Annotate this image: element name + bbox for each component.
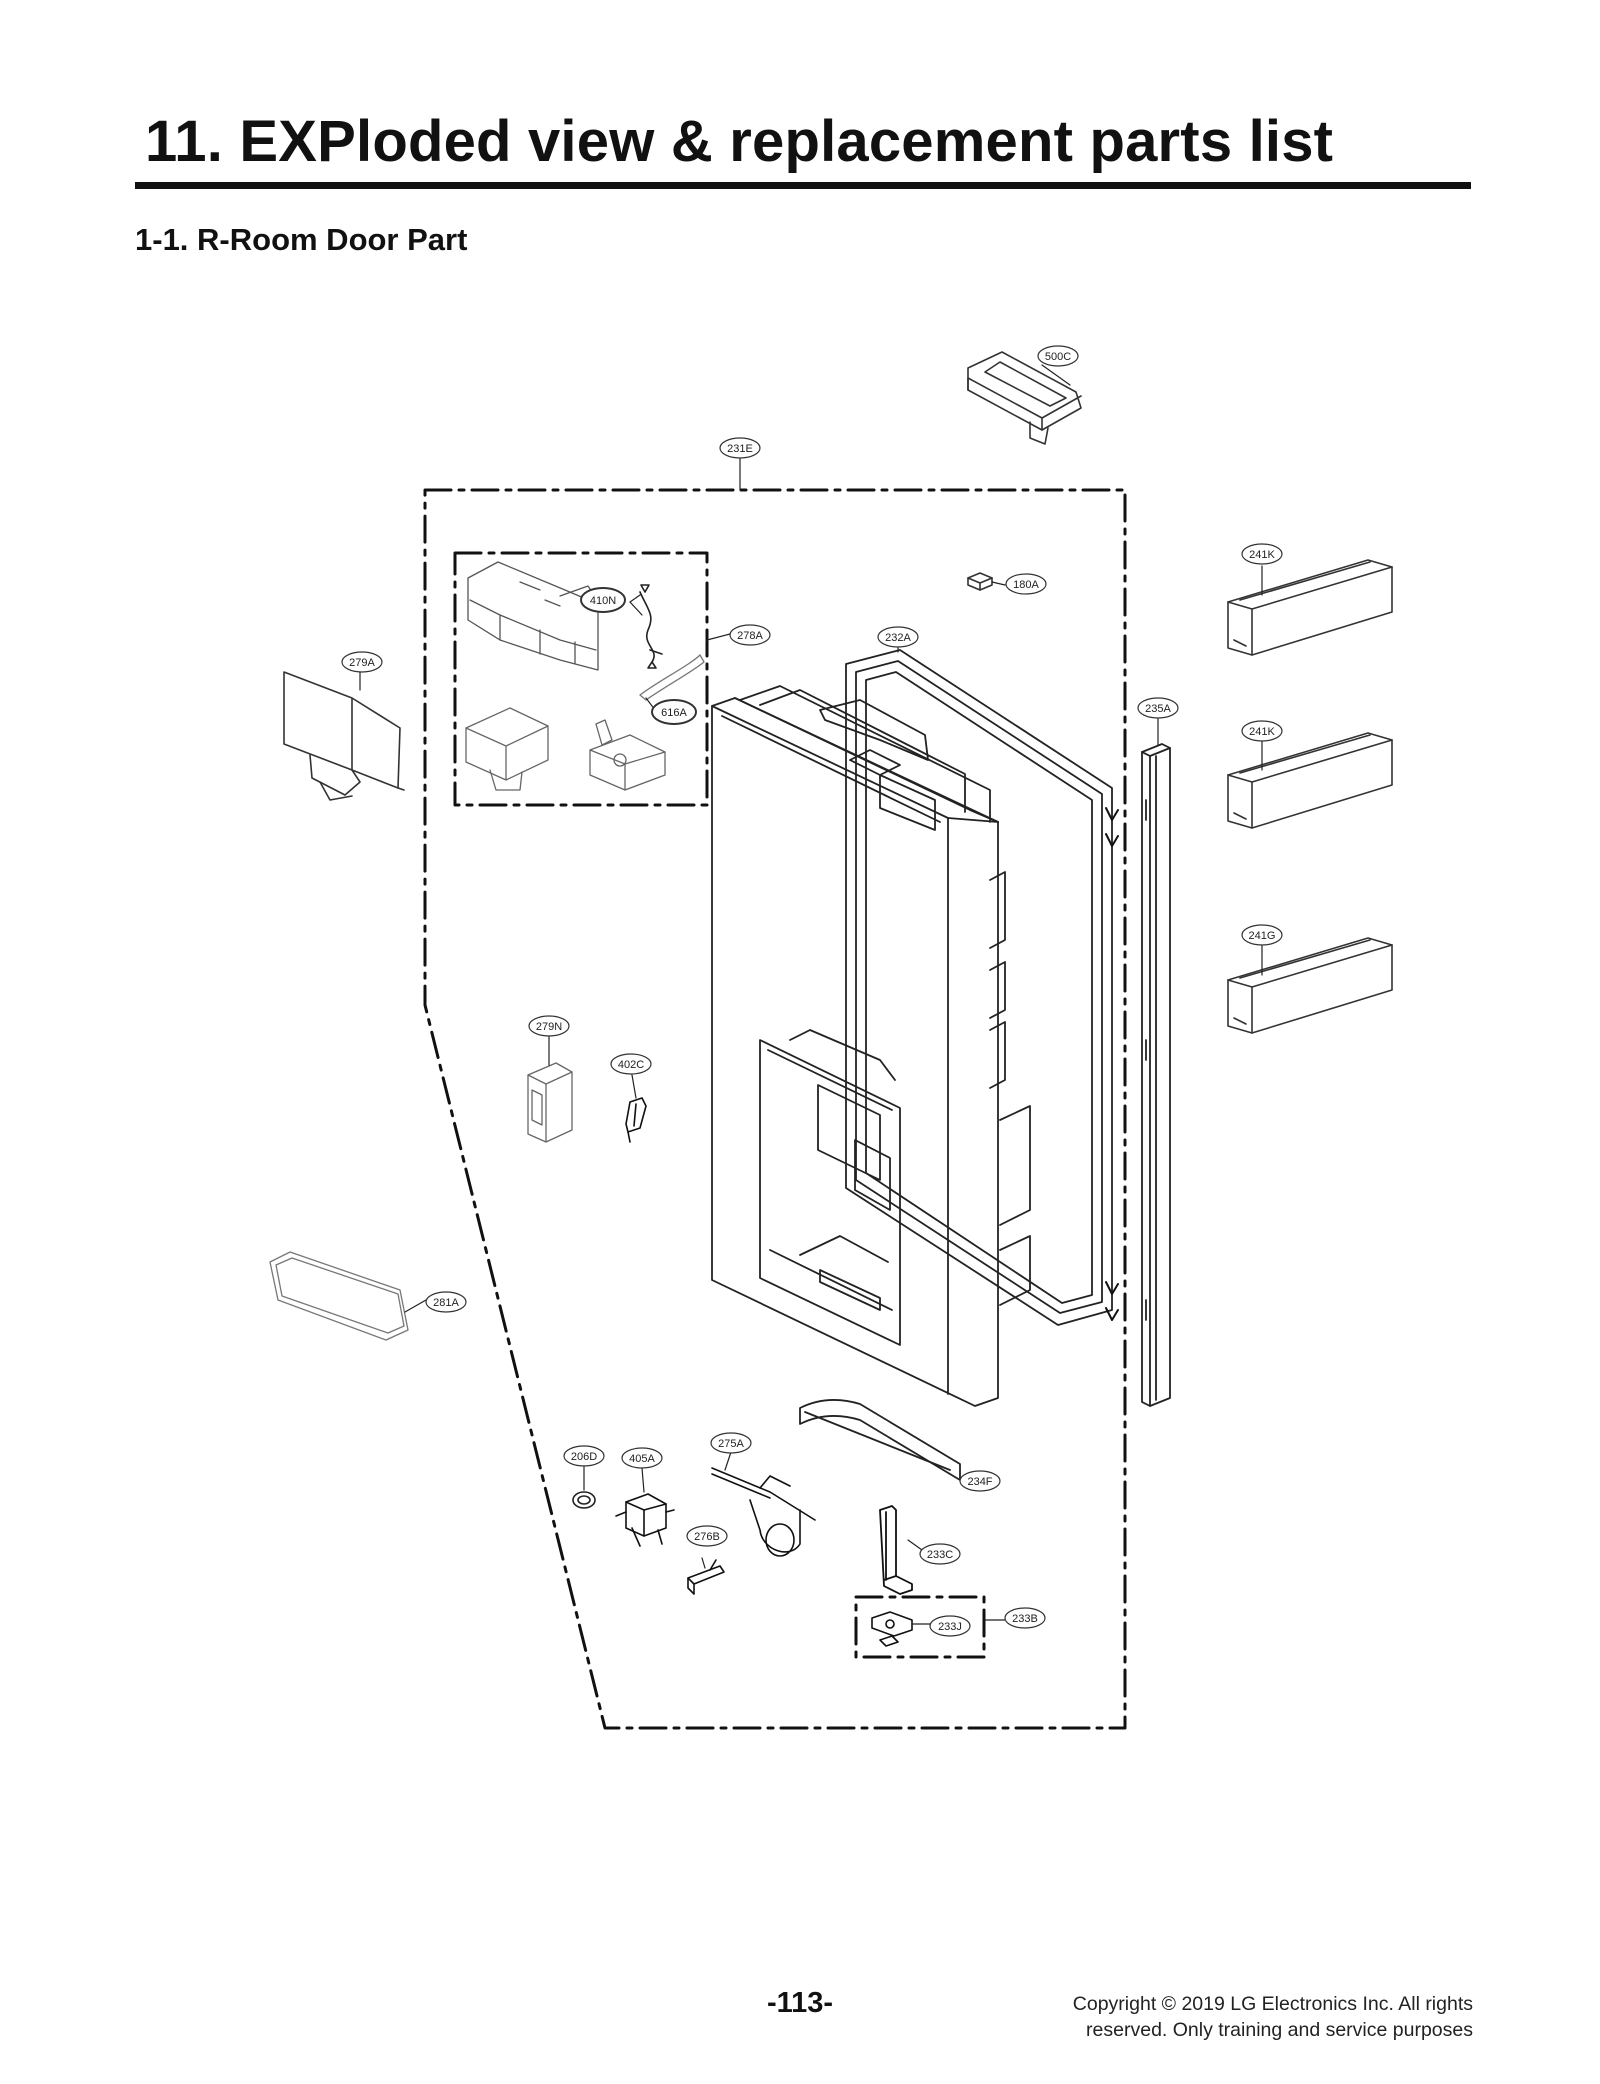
callout-281a: 281A <box>425 1291 467 1313</box>
callout-410n: 410N <box>580 587 626 613</box>
hinge-group-box <box>854 1595 986 1659</box>
svg-text:233C: 233C <box>927 1549 953 1561</box>
page-number: -113- <box>766 1987 834 2019</box>
svg-text:232A: 232A <box>885 632 911 644</box>
gasket-screws <box>1105 807 1119 1321</box>
callout-616a: 616A <box>651 699 697 725</box>
svg-text:410N: 410N <box>590 595 616 607</box>
svg-text:279A: 279A <box>349 657 375 669</box>
part-233j-hinge <box>871 1611 913 1647</box>
svg-text:206D: 206D <box>571 1451 597 1463</box>
callout-500c: 500C <box>1037 345 1079 367</box>
part-dispenser-motor <box>589 719 666 791</box>
callout-278a: 278A <box>729 624 771 646</box>
part-402c-switch <box>625 1097 647 1143</box>
leader-lines <box>359 364 1263 1625</box>
part-241k-door-bin-mid <box>1227 732 1393 829</box>
section-title: 1-1. R-Room Door Part <box>135 222 468 257</box>
part-233c-hinge-bracket <box>879 1505 913 1595</box>
svg-text:241K: 241K <box>1249 549 1275 561</box>
svg-text:616A: 616A <box>661 707 687 719</box>
part-door-body <box>711 685 1031 1407</box>
callout-233c: 233C <box>919 1543 961 1565</box>
callout-180a: 180A <box>1005 573 1047 595</box>
part-206d-washer <box>572 1491 596 1509</box>
callout-279n: 279N <box>528 1015 570 1037</box>
svg-text:233B: 233B <box>1012 1613 1038 1625</box>
callout-276b: 276B <box>686 1525 728 1547</box>
copyright-notice: Copyright © 2019 LG Electronics Inc. All… <box>1073 1991 1473 2043</box>
callout-206d: 206D <box>563 1445 605 1467</box>
callout-241g: 241G <box>1241 924 1283 946</box>
dispenser-cover-group-box <box>453 551 709 807</box>
svg-text:233J: 233J <box>938 1621 962 1633</box>
part-235a-door-frame <box>1141 743 1171 1407</box>
callout-234f: 234F <box>959 1470 1001 1492</box>
part-279n-cover <box>527 1062 573 1143</box>
callout-405a: 405A <box>621 1447 663 1469</box>
callout-275a: 275A <box>710 1432 752 1454</box>
door-assembly-boundary <box>423 488 1127 1730</box>
part-232a-door-gasket <box>845 649 1113 1326</box>
callout-231e: 231E <box>719 437 761 459</box>
copyright-line-2: reserved. Only training and service purp… <box>1086 2019 1473 2041</box>
part-616a-flap <box>639 654 705 701</box>
title-rule <box>135 182 1471 189</box>
part-500c-hinge-cover <box>967 351 1082 445</box>
svg-text:405A: 405A <box>629 1453 655 1465</box>
part-279a-dispenser-cover <box>283 671 405 801</box>
part-241g-door-bin <box>1227 937 1393 1034</box>
part-180a-block <box>967 572 993 591</box>
svg-text:500C: 500C <box>1045 351 1071 363</box>
copyright-line-1: Copyright © 2019 LG Electronics Inc. All… <box>1072 1993 1473 2015</box>
svg-text:180A: 180A <box>1013 579 1039 591</box>
callout-241k-top: 241K <box>1241 543 1283 565</box>
part-276b-lever <box>687 1559 725 1595</box>
callout-402c: 402C <box>610 1053 652 1075</box>
svg-text:235A: 235A <box>1145 703 1171 715</box>
part-281a-glass-shelf <box>269 1251 409 1341</box>
callout-232a: 232A <box>877 626 919 648</box>
svg-text:402C: 402C <box>618 1059 644 1071</box>
page-title: 11. EXPloded view & replacement parts li… <box>145 109 1334 174</box>
part-405a-bracket <box>615 1493 675 1547</box>
svg-text:281A: 281A <box>433 1297 459 1309</box>
svg-text:276B: 276B <box>694 1531 720 1543</box>
part-241k-door-bin-top <box>1227 559 1393 656</box>
callout-labels: 500C 231E 241K 180A 410N 278A 232A 279A <box>341 345 1283 1637</box>
svg-text:241G: 241G <box>1249 930 1276 942</box>
part-234f-trim <box>799 1399 961 1481</box>
svg-text:234F: 234F <box>967 1476 992 1488</box>
callout-233j: 233J <box>929 1615 971 1637</box>
svg-text:279N: 279N <box>536 1021 562 1033</box>
callout-279a: 279A <box>341 651 383 673</box>
callout-233b: 233B <box>1004 1607 1046 1629</box>
callout-241k-mid: 241K <box>1241 720 1283 742</box>
svg-text:241K: 241K <box>1249 726 1275 738</box>
part-410n-wire-harness <box>639 584 663 669</box>
callout-235a: 235A <box>1137 697 1179 719</box>
part-dispenser-housing-top <box>467 561 601 671</box>
svg-text:278A: 278A <box>737 630 763 642</box>
part-275a-actuator <box>711 1467 816 1557</box>
part-dispenser-funnel <box>465 707 549 791</box>
svg-text:231E: 231E <box>727 443 753 455</box>
svg-text:275A: 275A <box>718 1438 744 1450</box>
